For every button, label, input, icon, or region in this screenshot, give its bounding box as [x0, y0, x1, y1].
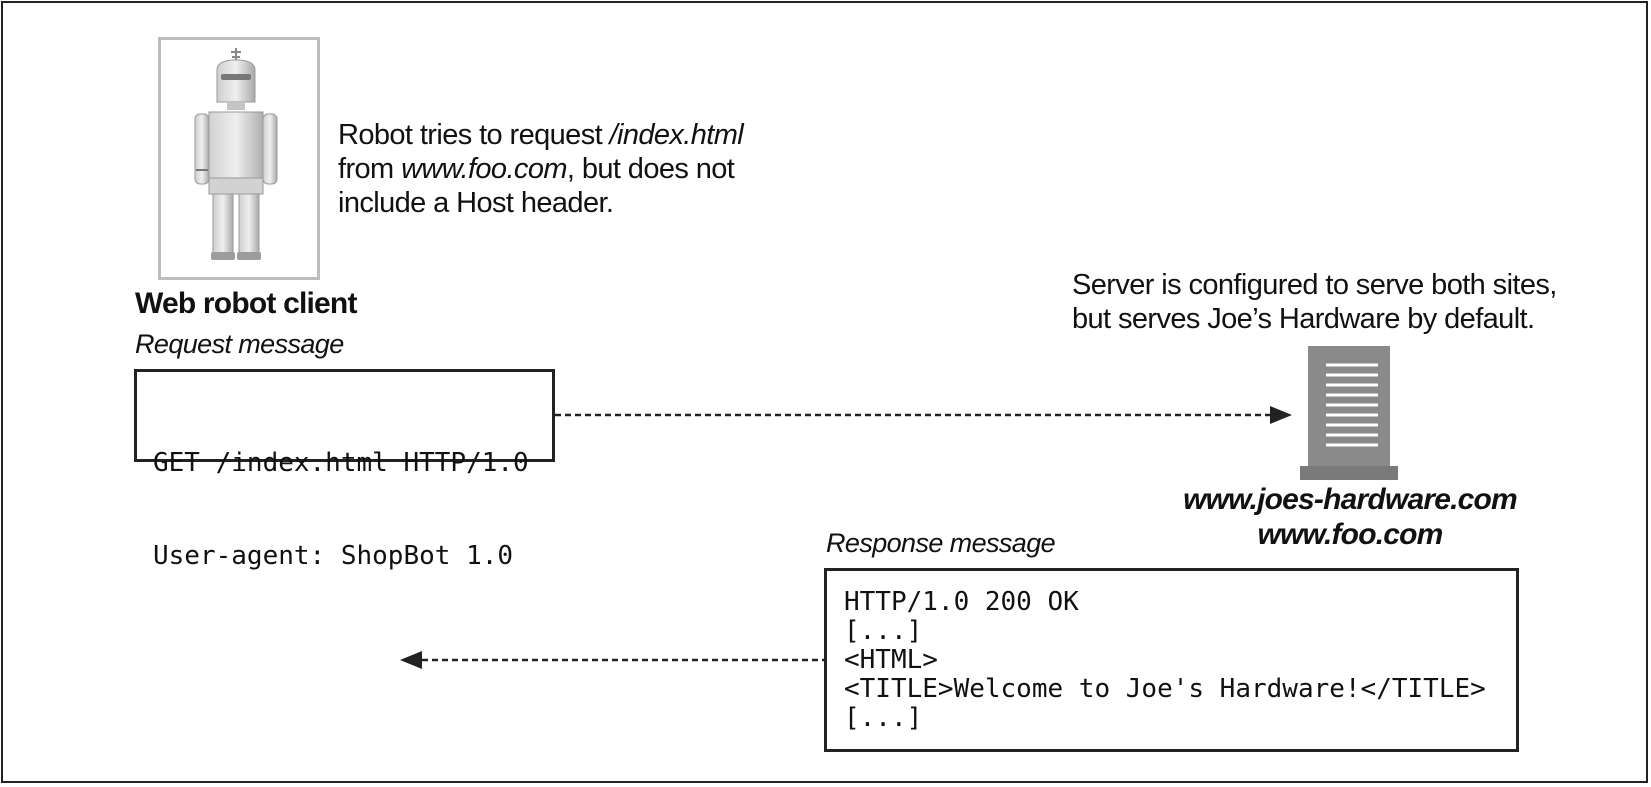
- robot-note-line2: from www.foo.com, but does not: [338, 152, 743, 186]
- response-label: Response message: [826, 528, 1056, 558]
- request-message-box: GET /index.html HTTP/1.0 User-agent: Sho…: [134, 369, 555, 571]
- server-note-line2: but serves Joe’s Hardware by default.: [1072, 303, 1535, 335]
- robot-note-text2: from: [338, 153, 402, 185]
- server-note: Server is configured to serve both sites…: [1072, 268, 1557, 336]
- robot-note-line1: Robot tries to request /index.html: [338, 118, 744, 152]
- robot-note-line3: include a Host header.: [338, 187, 614, 219]
- response-message-box: HTTP/1.0 200 OK [...] <HTML> <TITLE>Welc…: [824, 568, 1519, 752]
- server-host: www.foo.com: [1257, 518, 1443, 551]
- robot-note-path: /index.html: [609, 119, 744, 151]
- response-line: [...]: [844, 703, 923, 733]
- robot-note: Robot tries to request /index.html from …: [338, 118, 744, 220]
- server-host: www.joes-hardware.com: [1183, 483, 1518, 516]
- robot-note-host: www.foo.com: [401, 153, 567, 185]
- robot-frame: [158, 37, 320, 280]
- request-line: User-agent: ShopBot 1.0: [153, 541, 514, 571]
- robot-icon: [194, 48, 278, 260]
- client-label: Web robot client: [135, 287, 357, 320]
- request-line: GET /index.html HTTP/1.0: [153, 448, 529, 478]
- robot-note-text3: , but does not: [566, 153, 735, 185]
- response-line: [...]: [844, 616, 923, 646]
- response-line: <TITLE>Welcome to Joe's Hardware!</TITLE…: [844, 674, 1486, 704]
- response-line: <HTML>: [844, 645, 938, 675]
- response-line: HTTP/1.0 200 OK: [844, 587, 1079, 617]
- robot-note-text: Robot tries to request: [338, 119, 610, 151]
- request-label: Request message: [135, 329, 344, 359]
- server-note-line1: Server is configured to serve both sites…: [1072, 269, 1557, 301]
